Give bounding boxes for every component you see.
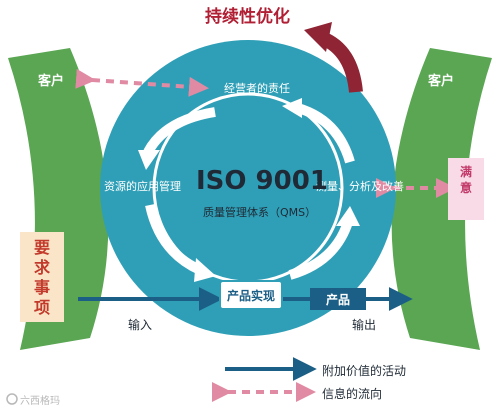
watermark-icon <box>6 393 18 405</box>
cycle-bottom-label: 产品实现 <box>227 289 276 303</box>
product-box <box>310 288 366 310</box>
cycle-arrowhead-bottom-left <box>194 258 216 282</box>
input-label: 输入 <box>128 318 153 332</box>
left-customer-label: 客户 <box>38 74 65 89</box>
center-subtitle: 质量管理体系（QMS） <box>203 206 317 219</box>
satisfaction-label: 满意 <box>459 165 472 195</box>
satisfaction-box <box>448 158 484 220</box>
watermark-text: 六西格玛 <box>20 396 60 407</box>
title: 持续性优化 <box>205 7 290 27</box>
output-label: 输出 <box>352 318 377 332</box>
cycle-arrow-bottom-left <box>145 203 203 275</box>
requirements-label: 要求事项 <box>33 238 50 317</box>
product-realization-box <box>219 280 283 310</box>
legend-info-label: 信息的流向 <box>322 387 383 401</box>
cycle-arrowhead-top-right <box>282 98 302 118</box>
cycle-top-label: 经营者的责任 <box>224 82 290 95</box>
cycle-arrow-top-left <box>143 107 216 155</box>
cycle-arrow-top-right <box>296 103 355 164</box>
legend-value-label: 附加价值的活动 <box>322 364 407 378</box>
cycle-arrow-bottom-right <box>288 220 353 280</box>
product-label: 产品 <box>326 293 351 307</box>
requirements-box <box>20 232 64 322</box>
cycle-right-label: 测量、分析及改善 <box>316 180 404 193</box>
cycle-arrowhead-top-left <box>138 150 160 170</box>
center-title: ISO 9001 <box>196 166 328 196</box>
info-flow-top <box>75 68 209 97</box>
right-customer-label: 客户 <box>428 74 455 89</box>
continuous-improvement-arrowhead <box>304 22 332 52</box>
right-customer-band <box>391 48 492 350</box>
cycle-left-label: 资源的应用管理 <box>104 180 181 193</box>
cycle-arrowhead-bottom-right <box>336 206 360 226</box>
